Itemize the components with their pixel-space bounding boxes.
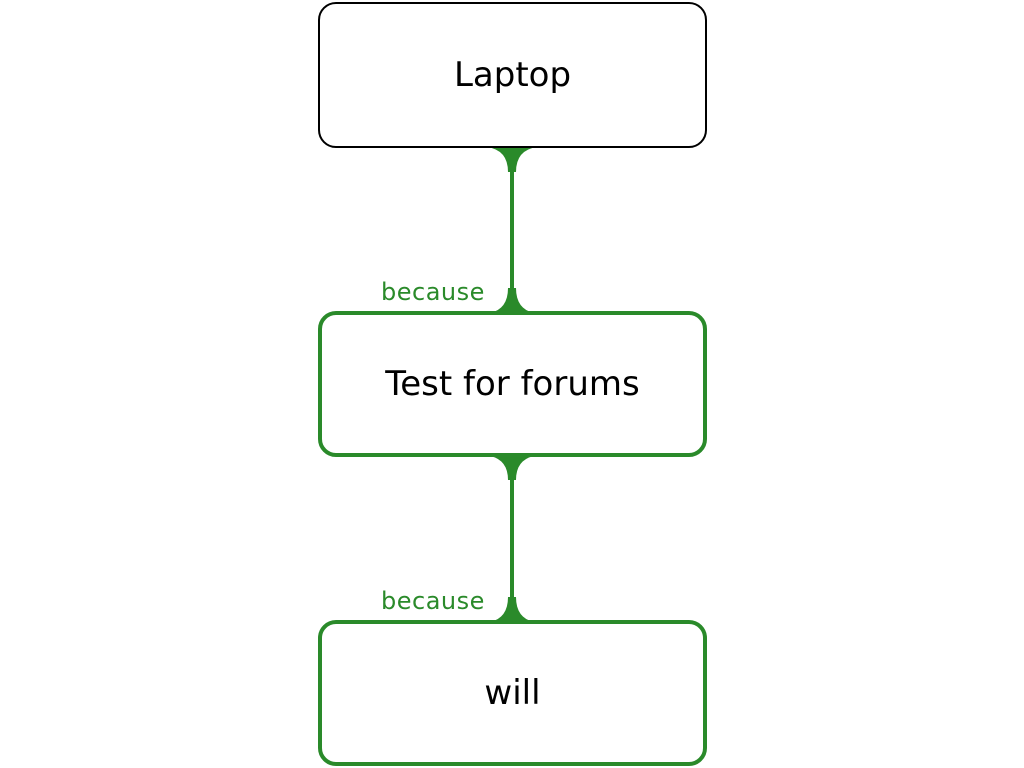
node-will[interactable]: will — [318, 620, 707, 766]
edge-label-because-1: because — [381, 278, 485, 306]
node-test-for-forums[interactable]: Test for forums — [318, 311, 707, 457]
node-will-label: will — [484, 673, 541, 713]
connector-1-bottom-flare — [490, 288, 534, 313]
connector-2 — [490, 456, 534, 622]
node-test-for-forums-label: Test for forums — [385, 364, 640, 404]
connector-1 — [487, 147, 537, 313]
node-laptop[interactable]: Laptop — [318, 2, 707, 148]
connector-2-bottom-flare — [490, 597, 534, 622]
edge-label-because-2: because — [381, 587, 485, 615]
node-laptop-label: Laptop — [453, 55, 572, 95]
